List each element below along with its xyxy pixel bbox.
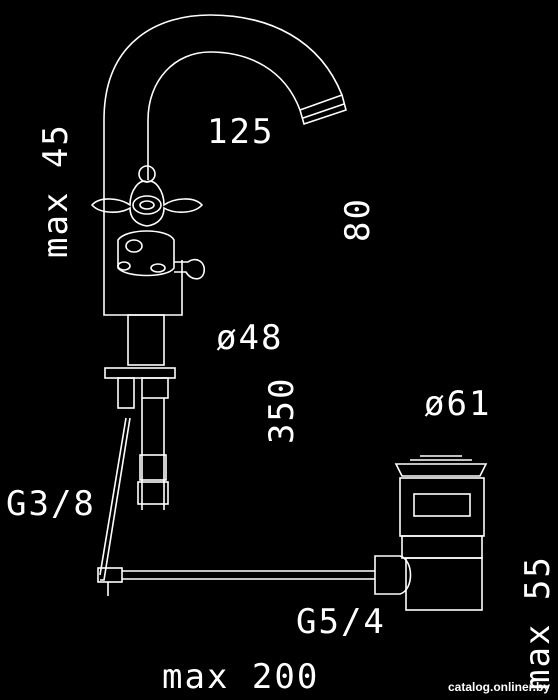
pull-rod (122, 555, 412, 595)
dim-base-diameter: ø48 (216, 318, 284, 358)
dim-hose-thread: G3/8 (6, 484, 96, 524)
dim-overall-height: 350 (262, 376, 302, 444)
watermark: catalog.onliner.by (447, 680, 550, 694)
dim-drain-height-max: max 55 (518, 555, 558, 690)
dim-spout-height: 80 (338, 197, 378, 242)
cross-handle (90, 165, 204, 227)
dim-handle-height-max: max 45 (36, 123, 76, 258)
faucet-body (90, 165, 206, 366)
dim-drain-thread: G5/4 (296, 602, 386, 642)
dim-pull-rod-max: max 200 (162, 657, 320, 697)
dim-spout-reach: 125 (207, 112, 275, 152)
spout (103, 14, 347, 230)
mounting-assembly (97, 367, 176, 596)
dim-drain-diameter: ø61 (424, 384, 492, 424)
drain-assembly (394, 455, 488, 611)
